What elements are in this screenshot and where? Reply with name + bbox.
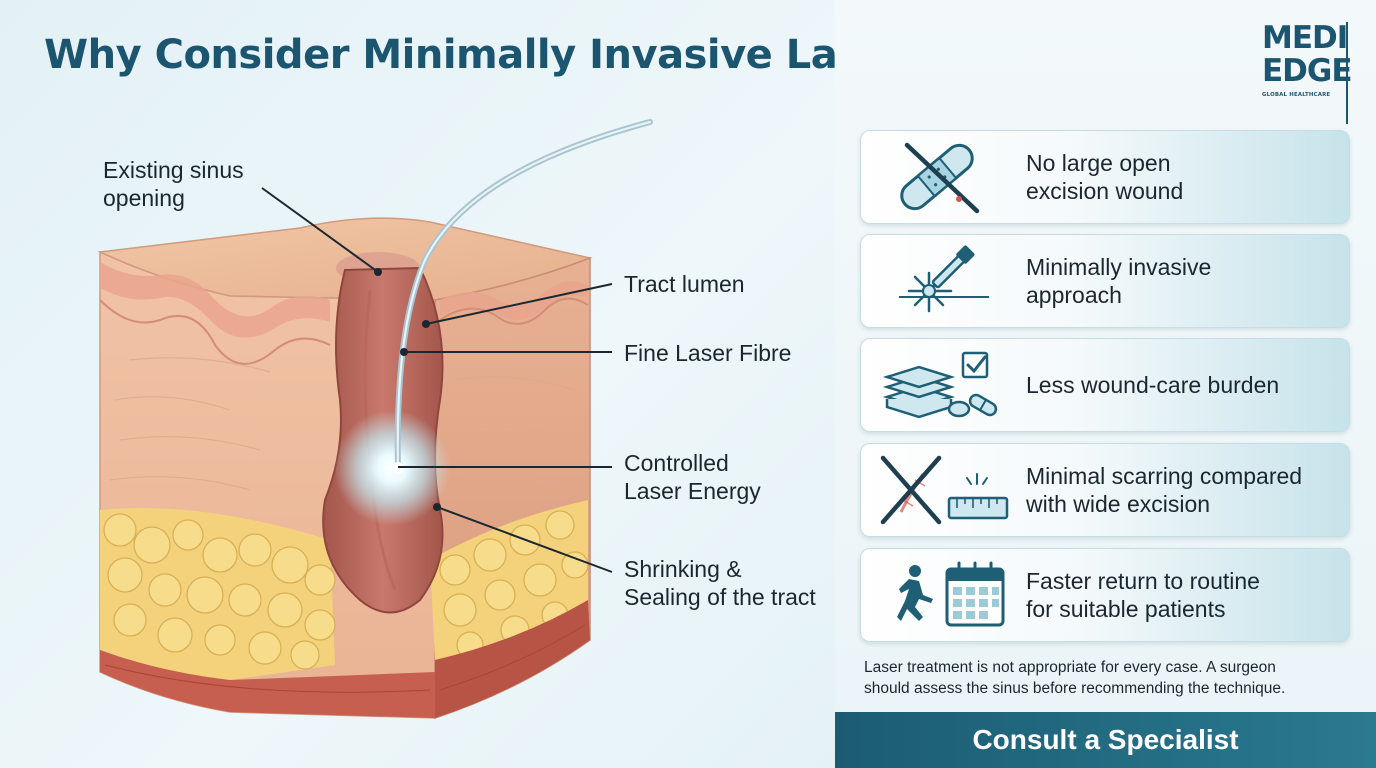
label-tract-lumen: Tract lumen (624, 271, 745, 297)
benefit-card-wound-care: Less wound-care burden (860, 338, 1350, 432)
consult-specialist-button[interactable]: Consult a Specialist (835, 712, 1376, 768)
logo-line-2: EDGE (1262, 53, 1353, 89)
benefit-text: Minimally invasive approach (1026, 254, 1212, 308)
benefit-text: Minimal scarring compared with wide exci… (1026, 463, 1303, 517)
logo-line-1: MEDI (1262, 20, 1348, 56)
medi-edge-logo: MEDI EDGE GLOBAL HEALTHCARE (1262, 20, 1353, 124)
benefit-card-minimally-invasive: Minimally invasive approach (860, 234, 1350, 328)
benefit-card-faster-return: Faster return to routine for suitable pa… (860, 548, 1350, 642)
label-shrinking-sealing: Shrinking & Sealing of the tract (624, 556, 816, 610)
label-controlled-laser-energy: Controlled Laser Energy (624, 450, 761, 504)
benefit-card-no-wound: No large open excision wound (860, 130, 1350, 224)
disclaimer-note: Laser treatment is not appropriate for e… (864, 659, 1286, 697)
dressing-supplies-icon (882, 351, 998, 419)
laser-probe-icon (899, 245, 989, 313)
benefit-text: No large open excision wound (1026, 150, 1184, 204)
running-calendar-icon (897, 561, 1005, 627)
label-fine-laser-fibre: Fine Laser Fibre (624, 340, 792, 366)
logo-tagline: GLOBAL HEALTHCARE (1262, 92, 1331, 98)
scar-ruler-icon (880, 455, 1009, 525)
benefit-text: Less wound-care burden (1026, 372, 1280, 398)
benefit-text: Faster return to routine for suitable pa… (1026, 568, 1260, 622)
crossed-bandage-icon (900, 142, 980, 214)
skin-cross-section-diagram (97, 119, 653, 720)
benefit-card-minimal-scarring: Minimal scarring compared with wide exci… (860, 443, 1350, 537)
label-existing-sinus-opening: Existing sinus opening (103, 157, 244, 211)
